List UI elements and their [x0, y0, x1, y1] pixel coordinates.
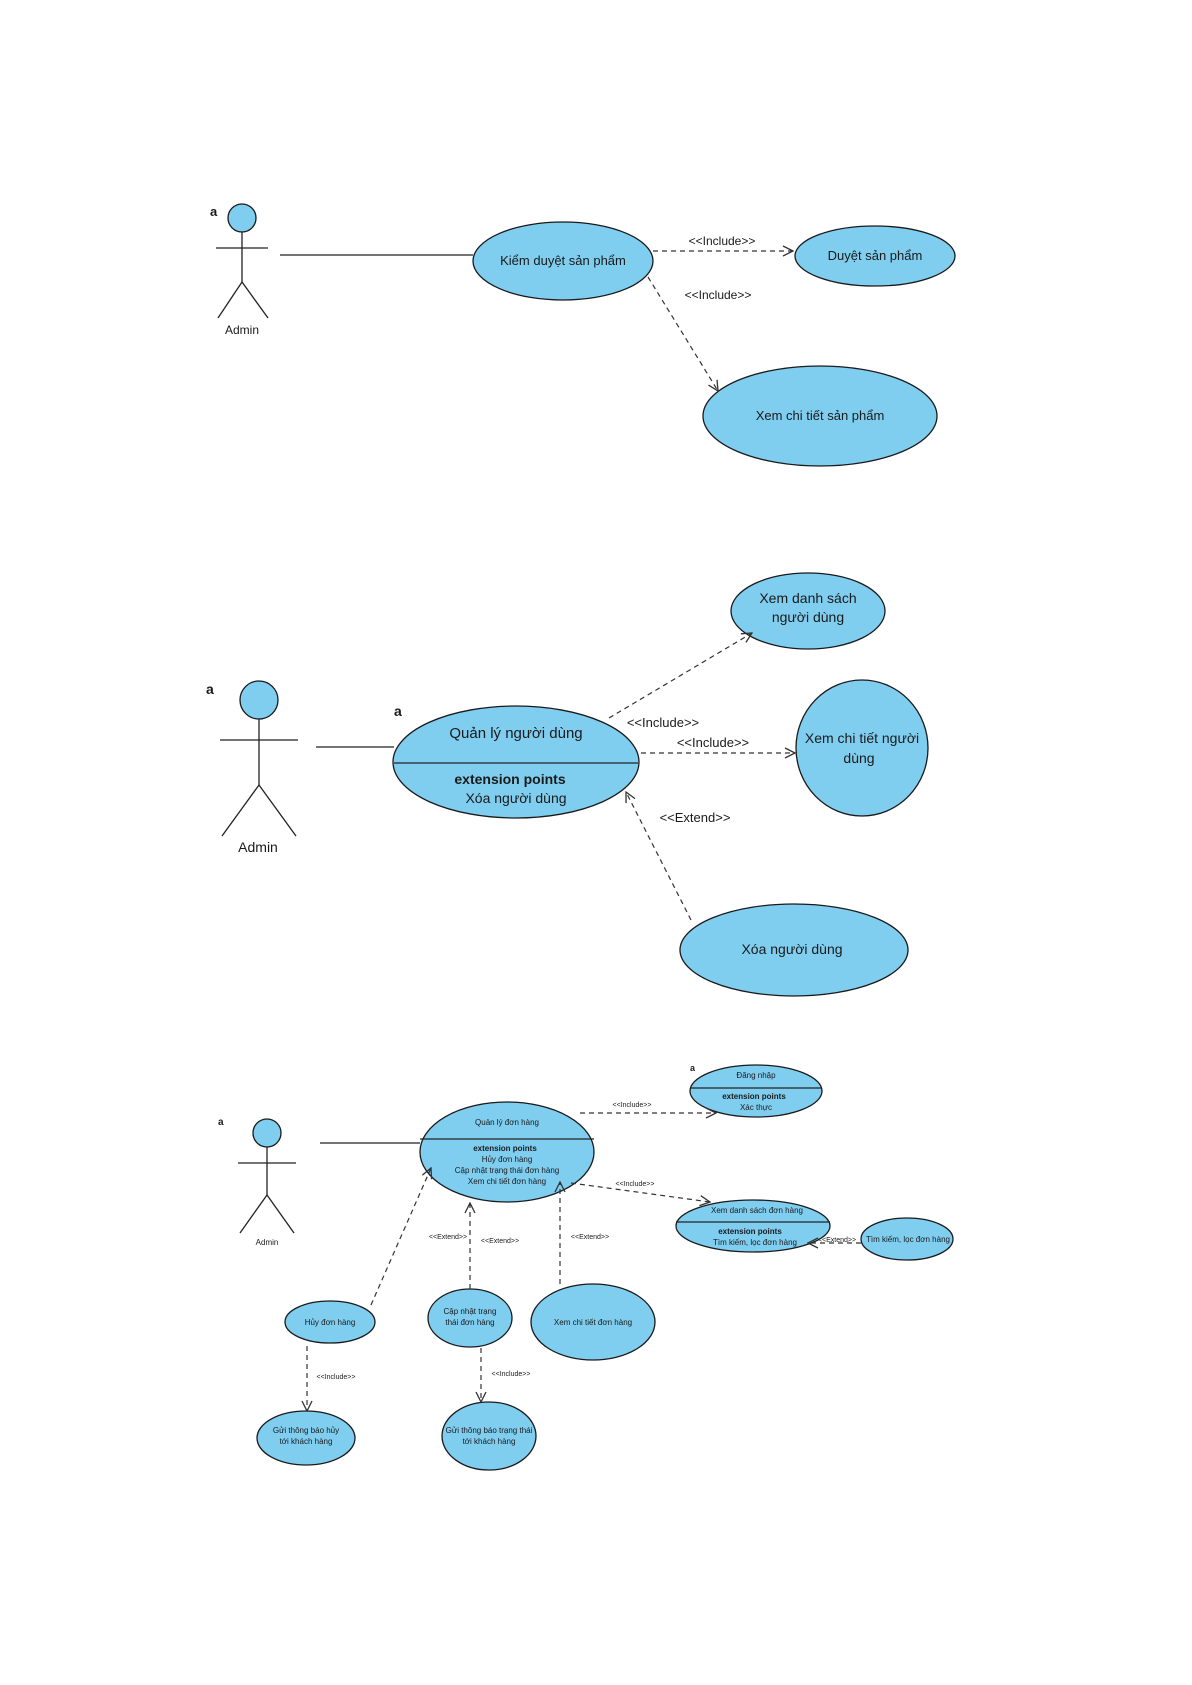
extension-point: Xác thực [740, 1103, 772, 1112]
usecase-label: Quản lý đơn hàng [475, 1118, 539, 1127]
include-arrow [647, 276, 718, 391]
usecase-duyet[interactable] [794, 225, 956, 287]
usecase-label: Gửi thông báo hủy [273, 1426, 339, 1435]
extension-point: Xem chi tiết đơn hàng [468, 1177, 546, 1186]
extension-point: Cập nhật trạng thái đơn hàng [455, 1166, 559, 1175]
relation-label: <<Include>> [613, 1102, 652, 1109]
usecase-label: Hủy đơn hàng [305, 1318, 356, 1327]
usecase-label: dùng [843, 750, 874, 766]
usecase-label: Xem chi tiết người [805, 730, 919, 746]
usecase-xem-chi-tiet-don[interactable] [530, 1283, 656, 1361]
usecase-kiem-duyet[interactable] [472, 221, 654, 301]
usecase-label: người dùng [772, 609, 844, 625]
extension-point: Tìm kiếm, lọc đơn hàng [713, 1238, 797, 1247]
include-arrow [608, 633, 752, 719]
usecase-marker: a [690, 1063, 696, 1073]
diagram-order-management: a Admin Quản lý đơn hàng extension point… [218, 1063, 954, 1471]
actor-label: Admin [225, 323, 259, 337]
usecase-tim-kiem[interactable] [860, 1217, 954, 1261]
relation-label: <<Include>> [616, 1181, 655, 1188]
diagram-product-review: a Admin Kiểm duyệt sản phẩm Duyệt sản ph… [210, 203, 956, 467]
usecase-label: Duyệt sản phẩm [828, 248, 923, 263]
diagram-user-management: a Admin a Quản lý người dùng extension p… [206, 572, 929, 997]
usecase-label: Cập nhật trạng [444, 1307, 497, 1316]
extend-arrow [626, 792, 692, 921]
usecase-label: Kiểm duyệt sản phẩm [500, 253, 626, 268]
extend-arrow [370, 1168, 431, 1306]
usecase-label: Đăng nhập [736, 1071, 776, 1080]
extension-point: Xóa người dùng [465, 790, 566, 806]
actor-marker: a [218, 1117, 224, 1128]
usecase-marker: a [394, 703, 402, 719]
usecase-xem-chi-tiet[interactable] [702, 365, 938, 467]
usecase-quan-ly-nguoi-dung[interactable] [392, 705, 640, 819]
actor-marker: a [206, 681, 214, 697]
actor-admin-3[interactable] [238, 1118, 296, 1234]
usecase-xem-chi-tiet-nguoi[interactable] [795, 679, 929, 817]
usecase-xem-danh-sach[interactable] [730, 572, 886, 650]
extension-point: Hủy đơn hàng [482, 1155, 533, 1164]
usecase-label: Xem danh sách [759, 590, 856, 606]
usecase-gui-thong-bao-trang-thai[interactable] [441, 1401, 537, 1471]
relation-label: <<Extend>> [571, 1234, 609, 1241]
usecase-label: Quản lý người dùng [449, 725, 582, 742]
usecase-quan-ly-don-hang[interactable] [419, 1101, 595, 1203]
usecase-xem-danh-sach-don[interactable] [675, 1199, 831, 1253]
usecase-label: Tìm kiếm, lọc đơn hàng [866, 1235, 950, 1244]
usecase-label: tới khách hàng [280, 1437, 333, 1446]
relation-label: <<Extend>> [660, 810, 731, 825]
usecase-label: Xem danh sách đơn hàng [711, 1206, 803, 1215]
actor-marker: a [210, 204, 218, 219]
usecase-label: tới khách hàng [463, 1437, 516, 1446]
relation-label: <<Include>> [627, 715, 699, 730]
extension-points-title: extension points [454, 771, 565, 787]
extension-points-title: extension points [722, 1092, 786, 1101]
extension-points-title: extension points [718, 1227, 782, 1236]
relation-label: <<Include>> [492, 1371, 531, 1378]
actor-label: Admin [256, 1238, 279, 1247]
relation-label: <<Extend>> [481, 1238, 519, 1245]
usecase-huy-don-hang[interactable] [284, 1300, 376, 1344]
usecase-label: Xem chi tiết sản phẩm [756, 408, 885, 423]
extension-points-title: extension points [473, 1144, 537, 1153]
actor-admin-2[interactable] [220, 680, 298, 837]
relation-label: <<Extend>> [429, 1234, 467, 1241]
usecase-label: thái đơn hàng [445, 1318, 494, 1327]
relation-label: <<Include>> [685, 288, 752, 302]
usecase-xoa-nguoi-dung[interactable] [679, 903, 909, 997]
relation-label: <<Include>> [689, 234, 756, 248]
usecase-dang-nhap[interactable] [689, 1064, 823, 1118]
usecase-label: Xóa người dùng [741, 941, 842, 957]
relation-label: <<Include>> [317, 1374, 356, 1381]
usecase-label: Gửi thông báo trạng thái [446, 1426, 533, 1435]
actor-label: Admin [238, 839, 278, 855]
actor-admin-1[interactable] [216, 203, 269, 319]
relation-label: <<Include>> [677, 735, 749, 750]
usecase-label: Xem chi tiết đơn hàng [554, 1318, 632, 1327]
relation-label: <<Extend>> [818, 1237, 856, 1244]
